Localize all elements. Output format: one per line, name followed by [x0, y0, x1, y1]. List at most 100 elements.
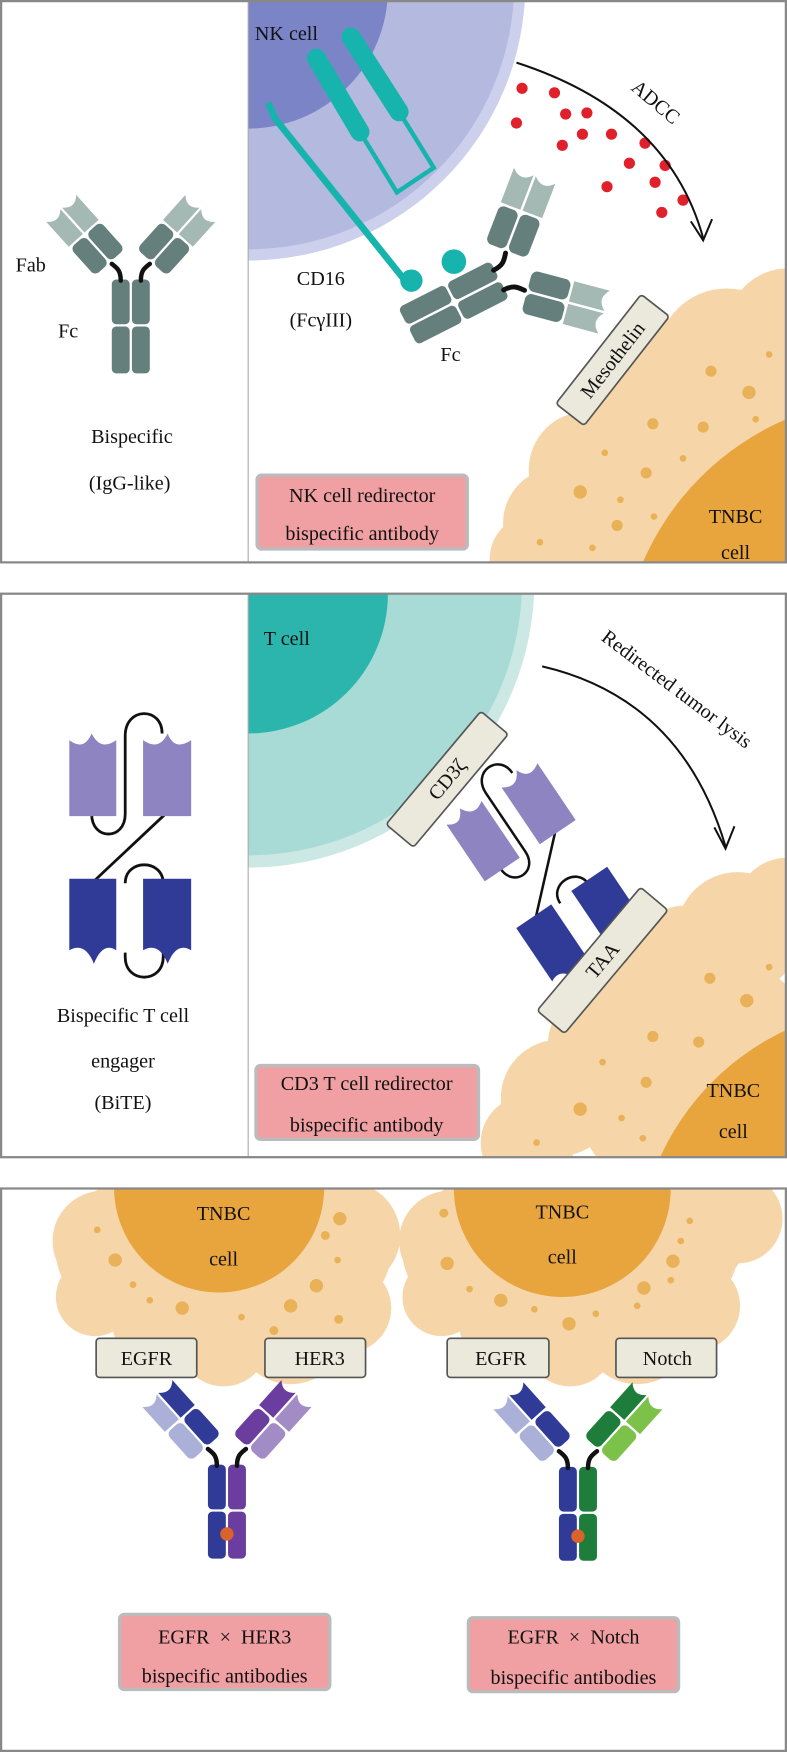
vl-domain [69, 878, 117, 964]
antibody [493, 1382, 663, 1561]
heavy-chain-ch3 [579, 1513, 597, 1561]
antibody [46, 194, 216, 374]
cytoplasm-granule [93, 1226, 101, 1234]
cytoplasm-granule [238, 1313, 245, 1321]
heavy-chain-ch3 [207, 1511, 226, 1559]
nucleus [114, 1188, 325, 1293]
hinge [138, 261, 153, 283]
bite-title-line3: (BiTE) [94, 1092, 151, 1114]
light-chain-vl [493, 1396, 530, 1435]
igg-like-antibody [46, 194, 216, 374]
hinge [585, 1449, 600, 1471]
granule [639, 137, 651, 149]
cytoplasm-granule [573, 1102, 587, 1116]
panel-dual-receptor: TNBC cell TNBC cell EGFR HER3 EGFR Notch… [0, 1187, 787, 1752]
cytoplasm-granule [679, 455, 687, 462]
tnbc-cells-3 [52, 1188, 783, 1387]
cytoplasm-granule [283, 1299, 298, 1313]
vl-domain [69, 733, 117, 817]
cytoplasm-granule [562, 1317, 576, 1331]
cytoplasm-granule [494, 1293, 508, 1308]
cytoplasm-granule [175, 1301, 189, 1315]
light-chain-cl [168, 1423, 203, 1459]
light-chain-cl [154, 238, 190, 274]
cytoplasm-lobe [480, 1095, 575, 1158]
cytoplasm-granule [647, 418, 659, 430]
cytoplasm-granule [129, 1281, 137, 1289]
cytoplasm-granule [740, 993, 754, 1008]
lysis-arrowhead [713, 825, 736, 852]
fab-arm [235, 1380, 312, 1459]
cytoplasm-granule [334, 1256, 341, 1264]
cytoplasm-granule [601, 449, 609, 457]
panel-t-cell-redirector: T cell Redirected tumor lysis CD3ζ TAA B… [0, 592, 787, 1159]
bound-bispecific-antibody [399, 167, 610, 344]
antibody-format-subtitle: (IgG-like) [89, 473, 171, 495]
hinge [556, 1449, 571, 1471]
fab-arm [522, 271, 610, 334]
egfr-her3-box [117, 1612, 332, 1692]
heavy-chain-ch3 [558, 1513, 577, 1561]
antibody [399, 167, 610, 344]
egfr-notch-antibody [493, 1382, 663, 1561]
heavy-chain-ch1 [535, 1411, 570, 1447]
cytoplasm-granule [320, 1230, 330, 1240]
antibody [142, 1380, 312, 1559]
heavy-chain-ch2 [207, 1464, 226, 1510]
nk-redirector-line2: bispecific antibody [285, 523, 439, 545]
heavy-chain-ch2 [131, 279, 150, 325]
granule [656, 206, 668, 219]
light-chain-cl [519, 1425, 554, 1461]
lysis-label: Redirected tumor lysis [597, 626, 756, 753]
bite-title-line2: engager [91, 1051, 155, 1073]
linker [533, 831, 557, 921]
heavy-chain-ch2 [579, 1466, 597, 1512]
egfr-her3-line1: EGFR × HER3 [158, 1627, 291, 1649]
cytoplasm-lobe [650, 1261, 741, 1351]
cytoplasm-granule [533, 1139, 540, 1147]
tnbc-label: TNBC [707, 1080, 761, 1102]
granule [516, 82, 528, 94]
cytoplasm-granule [146, 1296, 154, 1304]
fab-arm [46, 194, 123, 274]
cytoplasm-lobe [693, 1188, 783, 1264]
cytoplasm-granule [742, 385, 756, 400]
fab-arm [487, 167, 556, 257]
granule [576, 128, 589, 140]
cytoplasm-granule [592, 1310, 600, 1318]
adcc-granules [510, 82, 689, 219]
cytoplasm-granule [334, 1314, 344, 1324]
cell-label-right: cell [548, 1246, 577, 1268]
cytoplasm-granule [333, 1211, 347, 1226]
egfr-notch-box [466, 1616, 681, 1694]
cytoplasm-lobe [402, 1257, 481, 1337]
fab-arm [142, 1380, 219, 1459]
fab-label: Fab [16, 255, 46, 277]
heavy-chain-ch3 [409, 305, 462, 344]
granule [601, 181, 613, 193]
nk-cell-label: NK cell [255, 23, 319, 45]
cd3-redirector-box [254, 1063, 481, 1141]
heavy-chain-ch1 [88, 223, 123, 260]
cytoplasm-granule [705, 365, 717, 377]
granule [560, 108, 572, 120]
cytoplasm-granule [639, 1134, 647, 1142]
heavy-chain-vh [158, 1380, 195, 1418]
t-cell [248, 593, 535, 868]
granule [548, 87, 561, 99]
panel-border [0, 592, 787, 1159]
cell-label: cell [719, 1121, 748, 1143]
antibody-format-title: Bispecific [91, 426, 173, 448]
granule [677, 194, 689, 206]
cytoplasm-granule [667, 1276, 675, 1284]
egfr-notch-line1: EGFR × Notch [507, 1627, 639, 1649]
nucleus [660, 1030, 786, 1158]
tnbc-label: TNBC [709, 506, 763, 528]
cytoplasm-granule [666, 1254, 680, 1268]
linker-loop [480, 763, 531, 879]
cytoplasm-granule [765, 963, 773, 971]
cytoplasm-granule [617, 496, 624, 504]
tnbc-label-right: TNBC [535, 1202, 589, 1224]
cytoplasm-granule [108, 1253, 122, 1267]
